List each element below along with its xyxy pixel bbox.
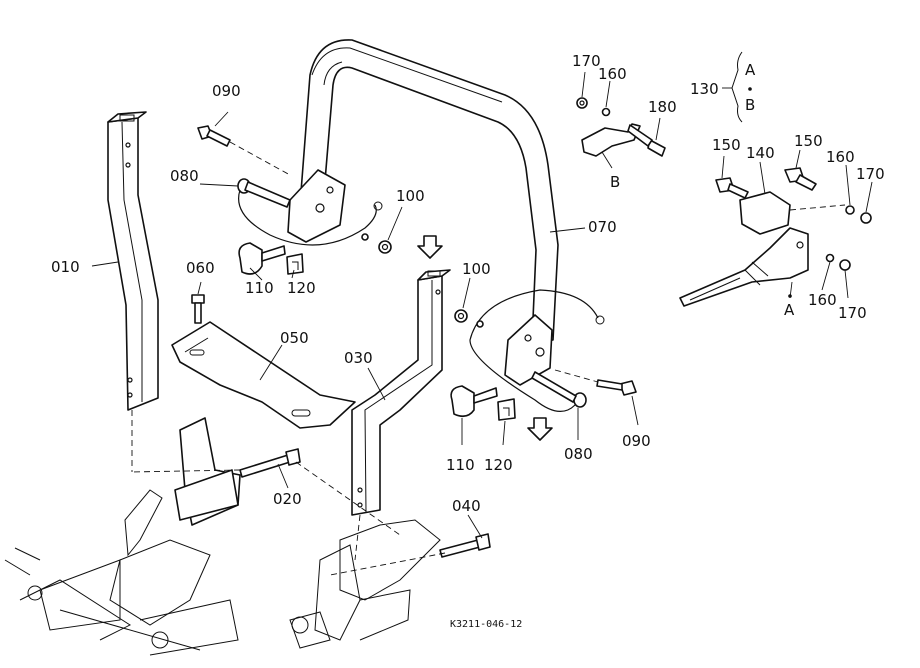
label-140: 140 (746, 144, 775, 162)
subassembly-a (679, 167, 872, 307)
label-170-right: 170 (856, 165, 885, 183)
label-050: 050 (280, 329, 309, 347)
label-090-right: 090 (622, 432, 651, 450)
label-160-bottom: 160 (808, 291, 837, 309)
label-130-a: A (745, 61, 756, 79)
label-110-left: 110 (245, 279, 274, 297)
subassembly-b (576, 97, 666, 157)
right-post-030 (351, 269, 451, 561)
label-130-b: B (745, 96, 755, 114)
label-020: 020 (273, 490, 302, 508)
label-040: 040 (452, 497, 481, 515)
label-080-right: 080 (564, 445, 593, 463)
label-070: 070 (588, 218, 617, 236)
lower-frame (4, 417, 446, 656)
knob-110-right (450, 385, 498, 418)
bolt-090-left (197, 125, 291, 176)
clip-120-left (286, 253, 304, 275)
label-100-right: 100 (462, 260, 491, 278)
label-080-left: 080 (170, 167, 199, 185)
clip-120-right (497, 398, 516, 421)
knob-110-left (238, 242, 286, 275)
pin-080-left (237, 178, 383, 246)
bolt-090-right (554, 369, 637, 396)
rops-arch-070 (287, 39, 559, 386)
leader-lines (91, 71, 873, 539)
label-130: 130 (690, 80, 719, 98)
label-090-left: 090 (212, 82, 241, 100)
dot-a-marker (788, 294, 792, 298)
label-150-left: 150 (712, 136, 741, 154)
label-a-sub: A (784, 301, 795, 319)
left-post-010 (107, 111, 159, 472)
label-010: 010 (51, 258, 80, 276)
nut-100-left (361, 233, 392, 254)
bolt-040 (439, 533, 491, 558)
label-100-left: 100 (396, 187, 425, 205)
pin-080-right (469, 289, 605, 412)
label-160-top: 160 (598, 65, 627, 83)
label-060: 060 (186, 259, 215, 277)
bolt-060 (191, 294, 205, 324)
label-120-left: 120 (287, 279, 316, 297)
label-b-sub: B (610, 173, 620, 191)
drawing-reference: K3211-046-12 (450, 619, 522, 630)
label-170-bottom: 170 (838, 304, 867, 322)
label-030: 030 (344, 349, 373, 367)
label-120-right: 120 (484, 456, 513, 474)
label-160-right: 160 (826, 148, 855, 166)
callouts: 010 090 080 100 060 110 120 050 070 100 … (51, 52, 885, 630)
label-150-right: 150 (794, 132, 823, 150)
label-170-top: 170 (572, 52, 601, 70)
bracket-130 (722, 51, 752, 123)
arrow-down-icon (417, 235, 553, 441)
nut-100-right (454, 309, 484, 328)
label-180: 180 (648, 98, 677, 116)
label-110-right: 110 (446, 456, 475, 474)
bolt-020 (239, 448, 301, 478)
